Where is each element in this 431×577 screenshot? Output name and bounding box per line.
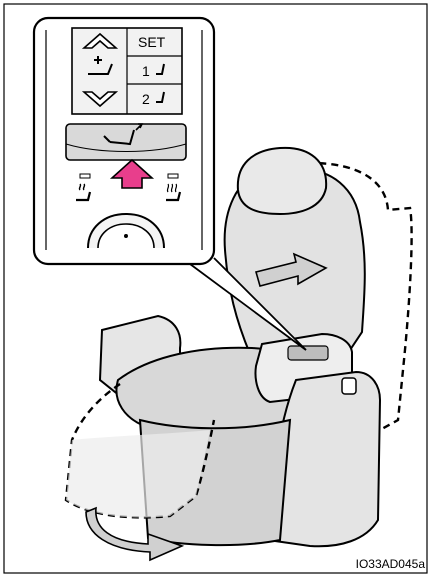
headrest: [238, 148, 326, 214]
armrest-control-panel: [288, 346, 328, 360]
indicator-right: [168, 174, 178, 178]
ottoman-button[interactable]: [66, 124, 186, 160]
set-button-label[interactable]: SET: [138, 34, 166, 50]
indicator-left: [80, 174, 90, 178]
memory-1-label[interactable]: 1: [142, 63, 150, 79]
dial-indicator: [124, 234, 128, 238]
figure-code: IO33AD045a: [356, 557, 425, 571]
side-switch: [342, 378, 356, 394]
memory-2-label[interactable]: 2: [142, 91, 150, 107]
